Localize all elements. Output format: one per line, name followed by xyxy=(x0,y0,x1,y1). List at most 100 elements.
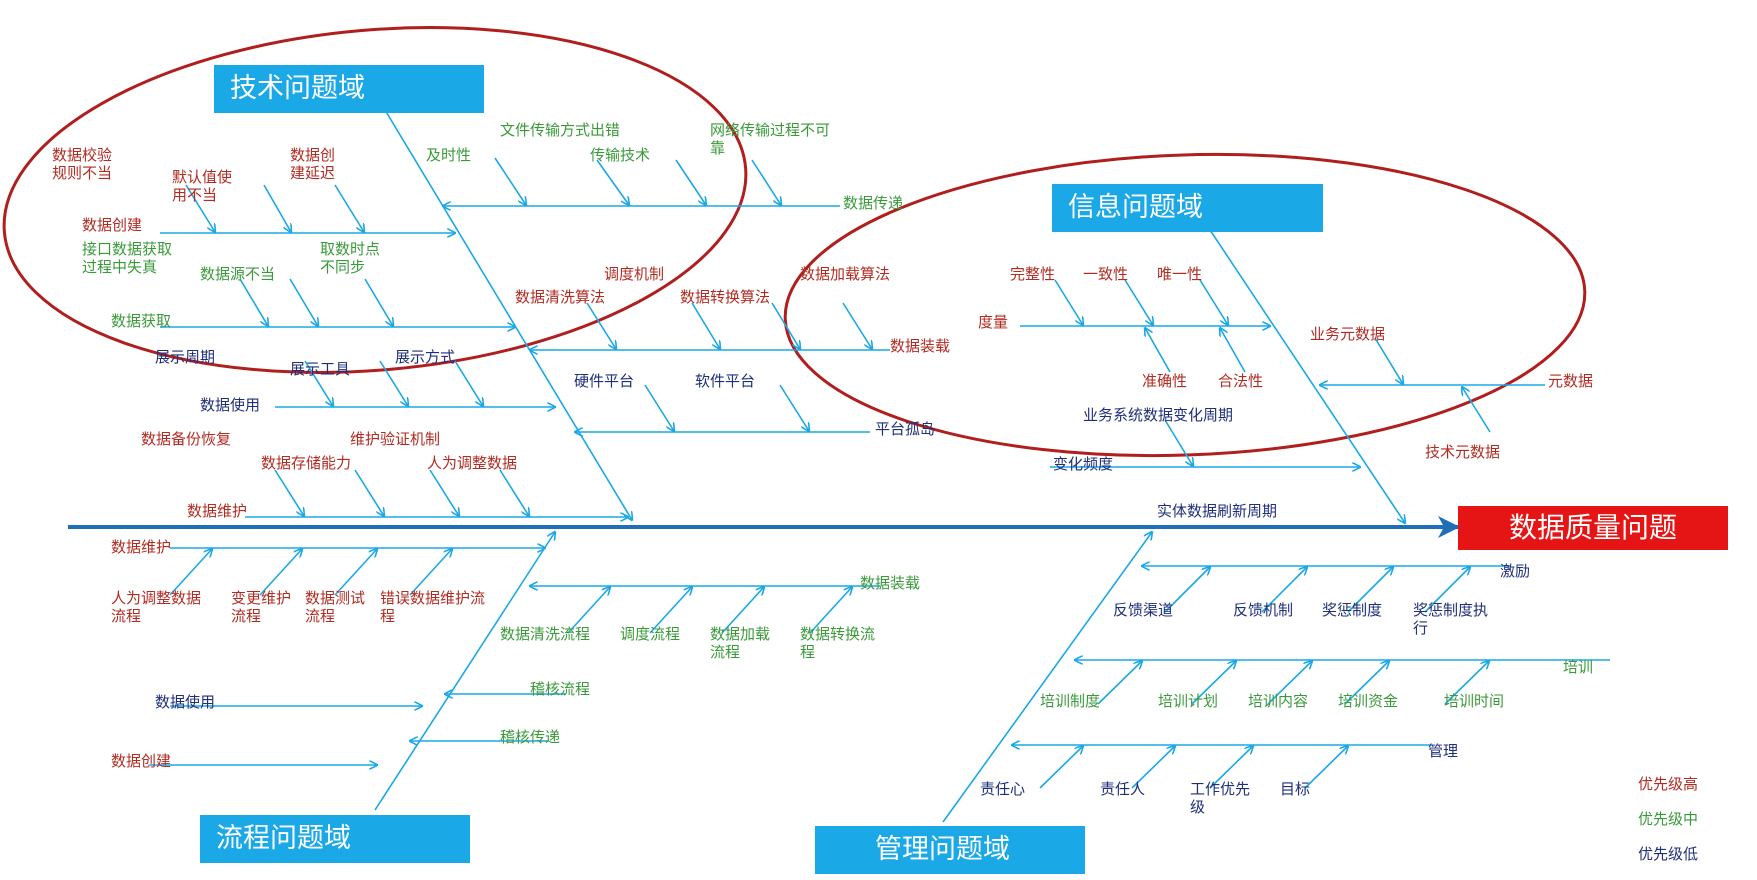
tick-m-resp xyxy=(1039,746,1083,789)
tick-unique xyxy=(1199,279,1228,325)
label-sched: 调度机制 xyxy=(604,265,665,283)
label-p-error: 错误数据维护流 程 xyxy=(380,589,486,625)
tick-network xyxy=(751,159,781,205)
label-refresh: 实体数据刷新周期 xyxy=(1157,502,1278,520)
tick-default xyxy=(263,184,291,232)
label-load: 数据加载算法 xyxy=(800,265,891,283)
info-bone xyxy=(1209,229,1405,523)
label-island: 平台孤岛 xyxy=(875,420,936,438)
tick-p-sched xyxy=(649,587,692,634)
label-m-tr-content: 培训内容 xyxy=(1248,692,1309,710)
label-check: 数据校验 规则不当 xyxy=(52,146,113,182)
label-m-resp: 责任心 xyxy=(980,780,1026,798)
label-p-change: 变更维护 流程 xyxy=(231,589,292,625)
label-p-manual: 人为调整数据 流程 xyxy=(111,589,202,625)
info-domain-ellipse xyxy=(783,152,1587,458)
label-tech-meta: 技术元数据 xyxy=(1425,443,1501,461)
label-period: 展示周期 xyxy=(155,348,216,366)
label-p-maint: 数据维护 xyxy=(111,538,172,556)
label-source: 数据源不当 xyxy=(200,265,276,283)
tick-m-trtime xyxy=(1444,661,1489,705)
label-hw: 硬件平台 xyxy=(574,372,635,390)
tick-mode xyxy=(454,360,483,406)
tick-p-manual xyxy=(169,549,212,596)
tick-timely xyxy=(494,157,526,205)
label-sw: 软件平台 xyxy=(695,372,756,390)
label-m-goal: 目标 xyxy=(1280,780,1311,798)
label-m-tr-sys: 培训制度 xyxy=(1040,692,1101,710)
tick-sw xyxy=(779,384,809,431)
label-unique: 唯一性 xyxy=(1157,265,1203,283)
tick-delay xyxy=(334,184,364,232)
tick-m-channel xyxy=(1164,567,1210,613)
label-p-create: 数据创建 xyxy=(111,752,172,770)
label-biz-meta: 业务元数据 xyxy=(1310,325,1386,343)
tick-p-load xyxy=(721,587,764,634)
tick-verify2 xyxy=(499,469,529,516)
label-m-tr-time: 培训时间 xyxy=(1444,692,1505,710)
tick-fetchtime xyxy=(364,278,393,326)
label-m-tr-plan: 培训计划 xyxy=(1158,692,1219,710)
label-loading: 数据装载 xyxy=(890,337,951,355)
tick-clean xyxy=(586,302,616,349)
tick-storage xyxy=(274,469,304,516)
tick-accurate xyxy=(1145,328,1171,373)
tick-sched xyxy=(691,302,720,349)
label-mode: 展示方式 xyxy=(395,348,456,366)
tick-techmeta xyxy=(1462,387,1491,433)
label-consist: 一致性 xyxy=(1083,265,1129,283)
label-use: 数据使用 xyxy=(200,396,261,414)
tick-m-reward xyxy=(1347,567,1393,613)
tick-period xyxy=(304,360,333,406)
tick-p-error xyxy=(409,549,452,596)
label-m-manage: 管理 xyxy=(1428,742,1459,760)
label-freq: 变化频度 xyxy=(1053,455,1114,473)
label-p-test: 数据测试 流程 xyxy=(305,589,366,625)
label-measure: 度量 xyxy=(978,313,1009,331)
label-meta: 元数据 xyxy=(1548,372,1594,390)
label-transfer: 数据传递 xyxy=(843,194,904,212)
tick-check xyxy=(185,184,215,232)
label-manual: 人为调整数据 xyxy=(427,454,518,472)
tick-m-trplan xyxy=(1191,661,1236,705)
tick-m-exec xyxy=(1424,567,1470,613)
mgmt-bone xyxy=(942,532,1152,823)
label-m-feedback: 反馈机制 xyxy=(1233,601,1294,619)
tick-hw xyxy=(644,384,674,431)
legend-high: 优先级高 xyxy=(1638,775,1699,793)
tick-m-feedback xyxy=(1261,567,1307,613)
tick-consist xyxy=(1124,279,1153,325)
label-m-incent: 激励 xyxy=(1500,562,1531,580)
tick-m-trcontent xyxy=(1267,661,1312,705)
tick-m-owner xyxy=(1131,746,1175,789)
tick-complete xyxy=(1054,279,1083,325)
label-tech: 传输技术 xyxy=(590,146,651,164)
label-file-err: 文件传输方式出错 xyxy=(500,121,621,139)
label-complete: 完整性 xyxy=(1010,265,1056,283)
tick-source2 xyxy=(289,278,318,326)
label-iface: 接口数据获取 过程中失真 xyxy=(82,240,173,276)
tech-domain-box: 技术问题域 xyxy=(214,65,484,113)
label-m-tr-fund: 培训资金 xyxy=(1338,692,1399,710)
label-p-use: 数据使用 xyxy=(155,693,216,711)
label-verify: 维护验证机制 xyxy=(350,430,441,448)
label-fetch-time: 取数时点 不同步 xyxy=(320,240,381,276)
label-backup: 数据备份恢复 xyxy=(141,430,232,448)
tick-source xyxy=(239,278,268,326)
tick-tech xyxy=(675,159,706,205)
label-convert: 数据转换算法 xyxy=(680,288,771,306)
label-m-reward-exec: 奖惩制度执 行 xyxy=(1413,601,1489,637)
label-network: 网络传输过程不可 靠 xyxy=(710,121,831,157)
label-m-priority: 工作优先 级 xyxy=(1190,780,1251,816)
tech-domain-ellipse xyxy=(2,26,748,374)
tick-m-goal xyxy=(1304,746,1348,789)
label-p-convert: 数据转换流 程 xyxy=(800,625,876,661)
process-bone xyxy=(374,532,555,811)
label-p-audit-pass: 稽核传递 xyxy=(500,728,561,746)
label-p-loading: 数据装载 xyxy=(860,574,921,592)
label-storage: 数据存储能力 xyxy=(261,454,352,472)
label-m-channel: 反馈渠道 xyxy=(1113,601,1174,619)
label-m-owner: 责任人 xyxy=(1100,780,1146,798)
